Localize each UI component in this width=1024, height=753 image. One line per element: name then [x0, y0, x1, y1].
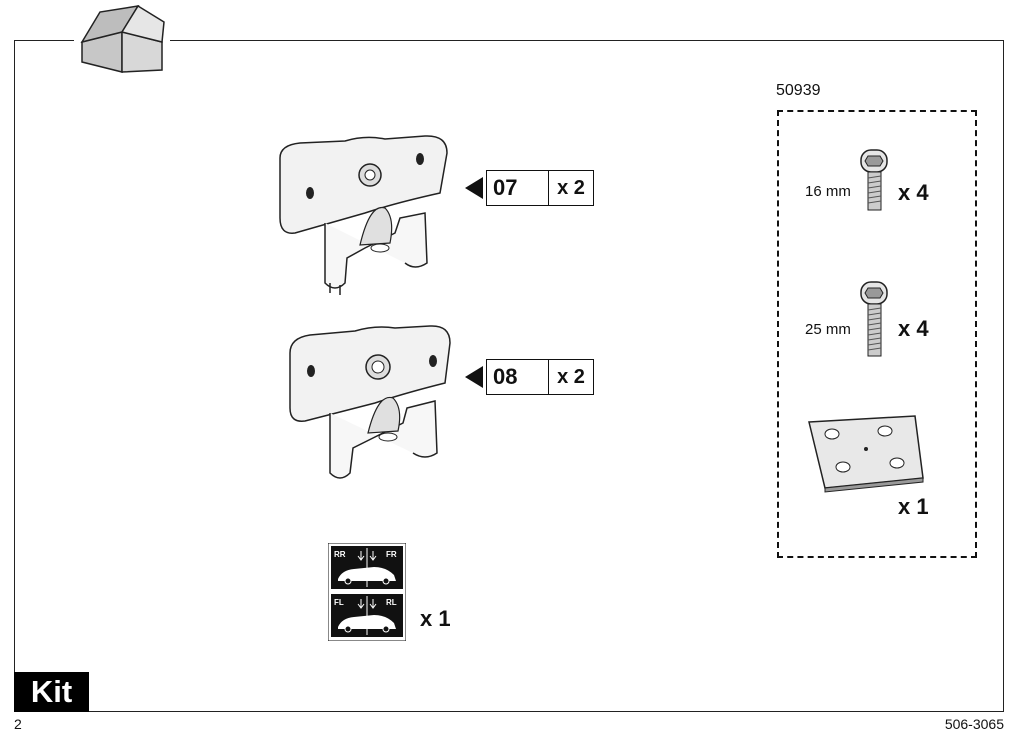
bracket-07-illustration [279, 135, 448, 295]
position-sticker: RR FR FL RL [328, 543, 406, 641]
screw-quantity: x 4 [898, 316, 929, 341]
kit-number: 50939 [776, 82, 821, 99]
screw-length: 25 mm [805, 321, 851, 338]
sticker-quantity: x 1 [420, 606, 451, 631]
screw-25mm-illustration [860, 281, 888, 357]
page-number: 2 [14, 716, 22, 732]
part-code: 08 [487, 360, 549, 394]
part-code: 07 [487, 171, 549, 205]
mounting-plate-illustration [808, 415, 924, 493]
screw-length: 16 mm [805, 183, 851, 200]
sticker-bottom-left: FL [334, 598, 344, 607]
hardware-kit-box [777, 110, 977, 558]
sticker-bottom-right: RL [386, 598, 397, 607]
section-title: Kit [14, 672, 89, 712]
screw-quantity: x 4 [898, 180, 929, 205]
pointer-arrow-icon [465, 177, 483, 199]
part-quantity: x 2 [557, 176, 585, 199]
part-quantity: x 2 [557, 365, 585, 388]
sticker-top-right: FR [386, 550, 397, 559]
sticker-top-left: RR [334, 550, 346, 559]
pointer-arrow-icon [465, 366, 483, 388]
part-label-08: 08 x 2 [465, 359, 594, 395]
screw-16mm-illustration [860, 149, 888, 211]
plate-quantity: x 1 [898, 494, 929, 519]
part-label-07: 07 x 2 [465, 170, 594, 206]
open-box-icon [74, 2, 170, 86]
page-frame [14, 40, 1004, 712]
bracket-08-illustration [289, 325, 451, 479]
document-number: 506-3065 [944, 716, 1004, 732]
